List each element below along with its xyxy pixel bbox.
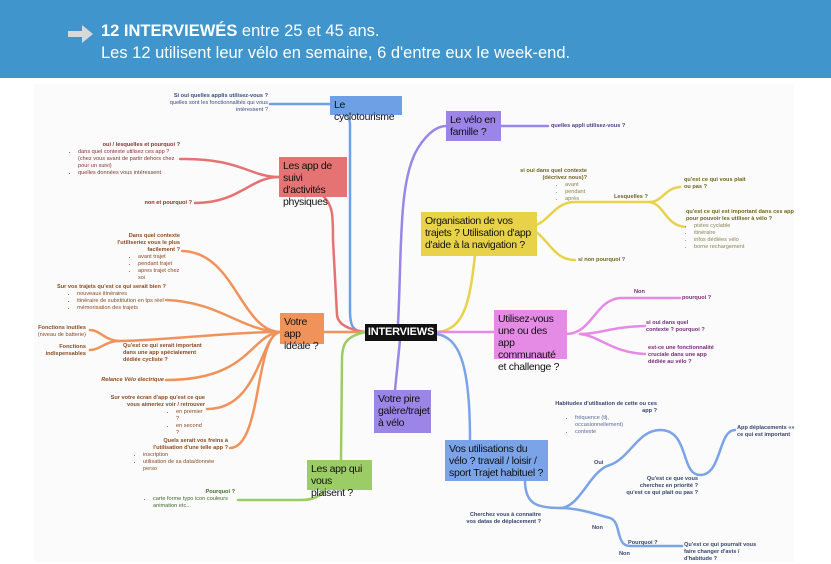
leaf-util-non: Non xyxy=(592,525,603,531)
leaf-util-changer: Qu'est ce qui pourrait vous faire change… xyxy=(684,542,757,562)
leaf-comm-pourquoi: pourquoi ? xyxy=(682,295,712,301)
right-arrow-icon xyxy=(68,25,93,43)
node-communaute-challenge: Utilisez-vous une ou des app communauté … xyxy=(494,310,567,373)
leaf-org-lesquelles: Lesquelles ? xyxy=(614,194,648,200)
links-suivi xyxy=(178,157,368,334)
leaf-org-important: qu'est ce qui est important dans ces app… xyxy=(686,209,796,251)
leaf-famille: quelles appli utilisez-vous ? xyxy=(551,123,626,129)
node-app-ideale: Votre app idéale ? xyxy=(280,313,324,352)
leaf-fonctions-inutiles: Fonctions inutiles(niveau de batterie) xyxy=(37,325,86,338)
leaf-fonctions-indispensables: Fonctions indispensables xyxy=(45,344,86,357)
leaf-comm-cruciale: est-ce une fonctionnalité cruciale dans … xyxy=(648,345,714,365)
leaf-util-pourquoi: Pourquoi ? xyxy=(628,540,658,546)
leaf-suivi-oui: oui / lesquelles et pourquoi ?dans quel … xyxy=(70,142,180,177)
node-suivi-activites: Les app de suivi d'activités physiques xyxy=(279,157,347,208)
leaf-util-oui: Oui xyxy=(594,460,604,466)
leaf-ideale-freins: Quels serait vos freins à l'utilisation … xyxy=(135,438,228,473)
links-famille-galere xyxy=(393,124,550,392)
node-cyclotourisme: Le cyclotourisme xyxy=(330,96,402,123)
leaf-util-habitudes: Habitudes d'utilisation de cette ou ces … xyxy=(545,401,657,436)
leaf-org-plait: qu'est ce qui vous plait ou pas ? xyxy=(684,177,746,190)
center-node-interviews: INTERVIEWS xyxy=(365,324,437,341)
links-utilisations xyxy=(435,332,737,548)
links-cyclotourisme xyxy=(268,102,368,334)
leaf-suivi-non: non et pourquoi ? xyxy=(144,200,192,206)
leaf-ideale-ecran: Sur votre écran d'app qu'est ce que vous… xyxy=(110,395,205,437)
leaf-org-contexte: si oui dans quel contexte (décrivez nous… xyxy=(515,168,587,203)
header-line-1: 12 INTERVIEWÉS entre 25 et 45 ans. xyxy=(101,22,380,40)
leaf-comm-non: Non xyxy=(634,289,645,295)
links-communaute xyxy=(435,296,682,356)
leaf-util-priorite: Qu'est ce que vous cherchez en priorité … xyxy=(626,476,698,496)
leaf-ideale-trajets: Sur vos trajets qu'est ce qui serait bie… xyxy=(57,284,166,312)
leaf-relance-velo: Relance Vélo électrique xyxy=(101,377,164,383)
links-organisation xyxy=(435,185,687,334)
leaf-ideale-important: Qu'est ce qui serait important dans une … xyxy=(123,343,202,363)
leaf-ideale-contexte: Dans quel contexte l'utiliseriez vous le… xyxy=(100,233,180,282)
header-banner: 12 INTERVIEWÉS entre 25 et 45 ans. Les 1… xyxy=(0,0,831,78)
node-velo-famille: Le vélo en famille ? xyxy=(446,111,501,141)
leaf-cyclo: Si oui quelles applis utilisez-vous ?que… xyxy=(169,93,268,113)
leaf-util-non-2: Non xyxy=(619,551,630,557)
node-utilisations-velo: Vos utilisations du vélo ? travail / loi… xyxy=(445,440,548,481)
links-ideale xyxy=(88,249,367,450)
leaf-plaisent-pourquoi: Pourquoi ?carte forme typo icon couleurs… xyxy=(145,489,235,510)
leaf-org-non: si non pourquoi ? xyxy=(578,257,626,263)
node-organisation-trajets: Organisation de vos trajets ? Utilisatio… xyxy=(421,212,537,256)
node-pire-galere: Votre pire galère/trajet à vélo xyxy=(374,390,431,433)
header-line-2: Les 12 utilisent leur vélo en semaine, 6… xyxy=(101,44,571,62)
node-apps-plaisent: Les app qui vous plaisent ? xyxy=(307,460,372,499)
links-plaisent xyxy=(236,330,368,502)
leaf-comm-oui: si oui dans quel contexte ? pourquoi ? xyxy=(646,320,705,333)
leaf-util-datas: Cherchez vous à connaitre vos datas de d… xyxy=(466,512,541,525)
mindmap-canvas xyxy=(34,84,794,562)
leaf-util-deplacements: App déplacements «» ce qui est important xyxy=(737,425,795,438)
